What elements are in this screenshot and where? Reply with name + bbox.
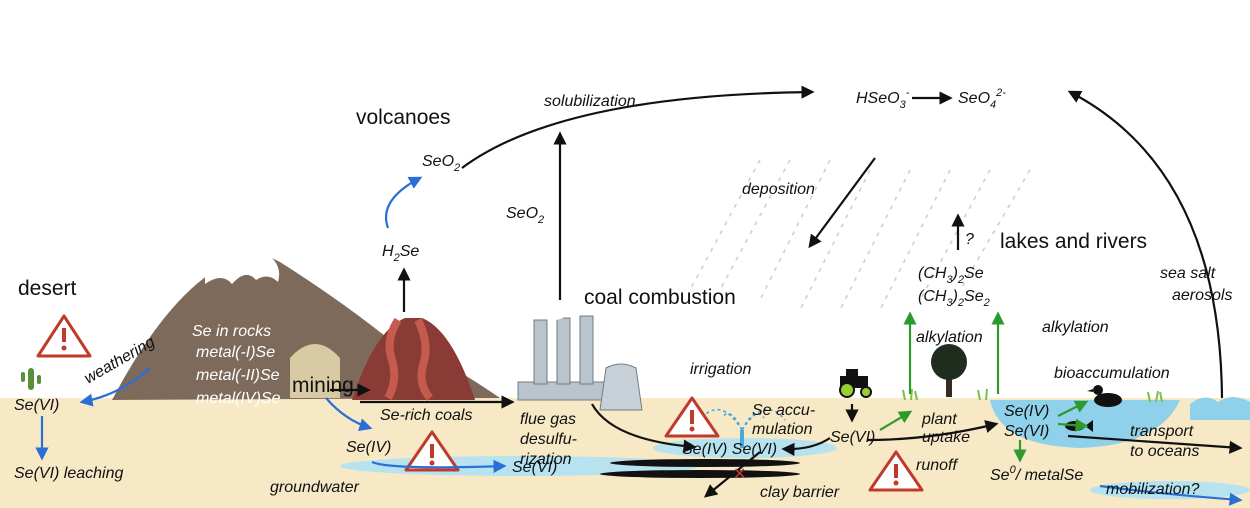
- tractor-icon: [839, 369, 872, 398]
- label-seo2-volcano: SeO2: [422, 153, 460, 174]
- label-se-rich-coals: Se-rich coals: [380, 407, 472, 424]
- label-groundwater: groundwater: [270, 479, 360, 496]
- arrow-solubilization: [461, 85, 815, 169]
- label-dimethyldiselenide: (CH3)2Se2: [918, 288, 990, 309]
- clay-barrier-1: [610, 459, 800, 467]
- label-se-vi-leaching: Se(VI) leaching: [14, 465, 123, 482]
- label-transport-2: to oceans: [1130, 443, 1199, 460]
- volcano: [352, 318, 475, 400]
- arrow-sea-salt: [1067, 90, 1224, 399]
- arrow-flue-to-pond: [591, 403, 697, 453]
- label-seo2-coal: SeO2: [506, 205, 544, 226]
- region-coal-combustion: coal combustion: [584, 286, 736, 309]
- label-aerosols: aerosols: [1172, 287, 1232, 304]
- warning-icon: [868, 450, 924, 492]
- region-lakes-and-rivers: lakes and rivers: [1000, 230, 1147, 253]
- label-clay-barrier: clay barrier: [760, 484, 840, 501]
- label-lake-se-iv: Se(IV): [1004, 403, 1049, 420]
- label-mobilization: mobilization?: [1106, 481, 1199, 498]
- clay-barrier-2: [600, 470, 800, 478]
- label-se-accumulation-1: Se accu-: [752, 402, 815, 419]
- coal-power-plant: [517, 286, 643, 411]
- rocks-species-2: metal(-II)Se: [196, 367, 280, 384]
- region-volcanoes: volcanoes: [356, 106, 451, 129]
- label-irrigation: irrigation: [690, 361, 751, 378]
- mine-entrance: [290, 344, 340, 398]
- lava-flow: [384, 317, 434, 401]
- label-deposition: deposition: [742, 181, 815, 198]
- arrow-field-to-pond: [781, 437, 831, 456]
- rain: [689, 159, 1031, 311]
- arrow-deposition: [808, 157, 876, 249]
- warning-icon: [404, 430, 460, 472]
- label-se0-metalse: Se0/ metalSe: [990, 464, 1083, 484]
- label-se-vi-field: Se(VI): [830, 429, 875, 446]
- label-transport-1: transport: [1130, 423, 1194, 440]
- label-h2se: H2Se: [382, 243, 419, 264]
- rocks-species-3: metal(IV)Se: [196, 390, 281, 407]
- label-alkylation-1: alkylation: [916, 329, 983, 346]
- sprinkler-post: [740, 430, 744, 448]
- label-hseo3: HSeO3-: [856, 87, 910, 111]
- duck-icon: [1087, 385, 1122, 407]
- arrow-clay: [703, 451, 761, 498]
- label-flue-gas-1: flue gas: [520, 411, 576, 428]
- cloud-icon: [835, 28, 1048, 162]
- arrow-lake-to-fish: [1057, 418, 1089, 432]
- label-seo4: SeO42-: [958, 87, 1006, 111]
- arrow-weathering: [79, 367, 151, 407]
- tree-icon: [931, 344, 967, 397]
- label-plant-uptake-2: uptake: [922, 429, 970, 446]
- arrow-lake-to-duck: [1057, 400, 1089, 417]
- label-se-vi-desert: Se(VI): [14, 397, 59, 414]
- grass: [902, 388, 1163, 403]
- arrow-runoff: [867, 420, 999, 442]
- label-se-vi-groundwater: Se(VI): [512, 459, 557, 476]
- label-mining: mining: [292, 374, 354, 397]
- label-lake-se-vi: Se(VI): [1004, 423, 1049, 440]
- clay-barrier-cross: ✕: [733, 464, 746, 483]
- rocks-title: Se in rocks: [192, 323, 271, 340]
- label-sea-salt: sea salt: [1160, 265, 1216, 282]
- snow-cap: [205, 251, 280, 284]
- label-se-iv-se-vi: Se(IV) Se(VI): [682, 441, 777, 458]
- label-flue-gas-2: desulfu-: [520, 431, 577, 448]
- label-se-accumulation-2: mulation: [752, 421, 813, 438]
- cactus-icon: [21, 368, 41, 390]
- label-plant-uptake-1: plant: [921, 411, 957, 428]
- rocks-species-1: metal(-I)Se: [196, 344, 275, 361]
- label-question: ?: [965, 231, 974, 248]
- arrow-transport: [1067, 434, 1243, 454]
- label-alkylation-2: alkylation: [1042, 319, 1109, 336]
- label-bioaccumulation: bioaccumulation: [1054, 365, 1170, 382]
- arrow-mining-se4: [325, 397, 373, 432]
- arrow-mobilization: [1099, 484, 1243, 506]
- small-cloud: [851, 16, 1068, 48]
- label-flue-gas-3: rization: [520, 451, 572, 468]
- warning-icon: [664, 396, 720, 438]
- label-dimethylselenide: (CH3)2Se: [918, 265, 984, 286]
- region-desert: desert: [18, 277, 77, 300]
- ocean-waves: [1190, 397, 1250, 420]
- arrow-groundwater: [371, 459, 507, 473]
- label-solubilization: solubilization: [544, 93, 636, 110]
- arrow-plant-uptake: [879, 410, 913, 431]
- warning-icon: [36, 314, 92, 358]
- deep-water: [1090, 481, 1250, 499]
- arrow-h2se-to-seo2: [385, 176, 423, 229]
- label-runoff: runoff: [916, 457, 958, 474]
- label-se-iv-mining: Se(IV): [346, 439, 391, 456]
